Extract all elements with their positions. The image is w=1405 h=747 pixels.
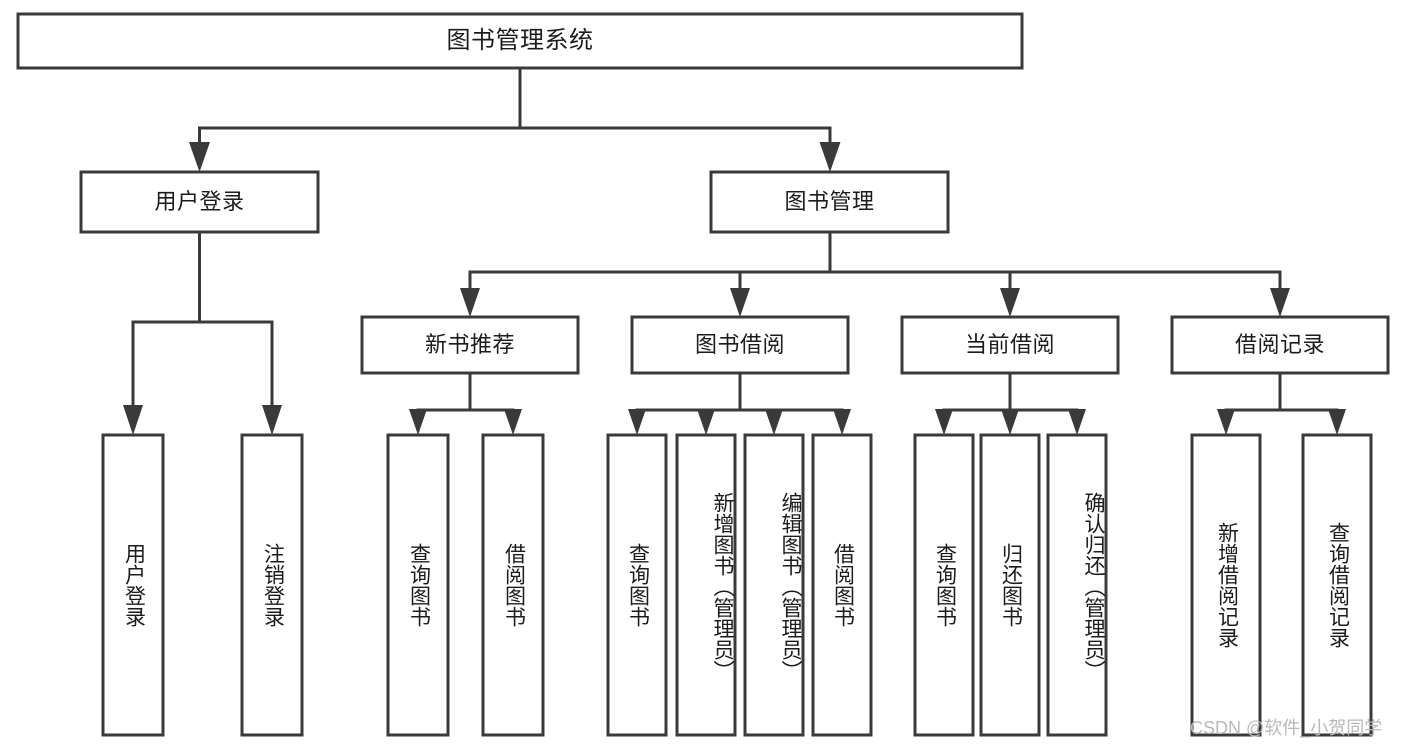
node-label-new-book-recommend: 新书推荐 bbox=[424, 331, 515, 357]
arrow-head-current-borrow bbox=[1000, 288, 1020, 317]
node-label-leaf-return-book: 归还图书 bbox=[999, 543, 1023, 627]
node-label-leaf-query-book-recommend: 查询图书 bbox=[407, 543, 431, 627]
node-label-leaf-user-login: 用户登录 bbox=[122, 543, 146, 627]
node-box-leaf-add-book-admin[interactable] bbox=[675, 433, 737, 737]
node-box-leaf-query-book-current[interactable] bbox=[913, 433, 975, 737]
arrow-head-leaf-user-login bbox=[123, 405, 143, 435]
arrow-head-leaf-borrow-book bbox=[833, 409, 851, 435]
arrow-head-book-management bbox=[819, 142, 841, 172]
arrow-head-leaf-add-borrow-record bbox=[1217, 409, 1235, 435]
node-box-user-login[interactable] bbox=[79, 170, 320, 234]
node-label-leaf-borrow-book: 借阅图书 bbox=[831, 543, 855, 627]
node-box-leaf-borrow-book-recommend[interactable] bbox=[481, 433, 545, 737]
node-label-leaf-borrow-book-recommend: 借阅图书 bbox=[502, 543, 526, 627]
node-label-leaf-query-borrow-record: 查询借阅记录 bbox=[1326, 522, 1350, 648]
node-box-root[interactable] bbox=[16, 12, 1024, 70]
node-label-leaf-add-book-admin: 新增图书（管理员） bbox=[711, 491, 734, 681]
arrow-head-leaf-user-logout bbox=[262, 405, 282, 435]
node-label-leaf-query-book-current: 查询图书 bbox=[933, 543, 957, 627]
node-box-new-book-recommend[interactable] bbox=[360, 315, 580, 375]
node-label-leaf-query-book-borrow: 查询图书 bbox=[626, 543, 650, 627]
node-label-borrow-record: 借阅记录 bbox=[1234, 331, 1325, 357]
csdn-watermark: CSDN @软件_小贺同学 bbox=[1190, 718, 1383, 738]
arrow-head-leaf-edit-book-admin bbox=[765, 409, 783, 435]
node-box-leaf-query-book-borrow[interactable] bbox=[606, 433, 668, 737]
node-box-leaf-add-borrow-record[interactable] bbox=[1190, 433, 1262, 737]
arrow-head-leaf-borrow-book-recommend bbox=[504, 409, 522, 435]
node-label-book-management: 图书管理 bbox=[784, 188, 875, 214]
node-box-leaf-user-login[interactable] bbox=[101, 433, 165, 737]
node-box-leaf-confirm-return-admin[interactable] bbox=[1046, 433, 1108, 737]
arrow-head-leaf-query-borrow-record bbox=[1328, 409, 1346, 435]
arrow-head-user-login bbox=[189, 142, 210, 172]
node-label-root: 图书管理系统 bbox=[446, 26, 594, 54]
arrow-head-leaf-query-book-borrow bbox=[628, 409, 646, 435]
arrow-head-book-borrow bbox=[730, 288, 750, 317]
node-box-leaf-return-book[interactable] bbox=[979, 433, 1041, 737]
node-label-leaf-user-logout: 注销登录 bbox=[261, 543, 285, 627]
node-label-leaf-edit-book-admin: 编辑图书（管理员） bbox=[779, 491, 802, 681]
node-box-leaf-borrow-book[interactable] bbox=[811, 433, 873, 737]
arrow-head-borrow-record bbox=[1270, 288, 1290, 317]
arrow-head-leaf-confirm-return-admin bbox=[1068, 409, 1086, 435]
node-box-leaf-user-logout[interactable] bbox=[240, 433, 304, 737]
node-label-leaf-add-borrow-record: 新增借阅记录 bbox=[1215, 522, 1239, 648]
node-label-current-borrow: 当前借阅 bbox=[964, 331, 1055, 357]
node-label-book-borrow: 图书借阅 bbox=[694, 331, 785, 357]
arrow-head-new-book-recommend bbox=[460, 288, 480, 317]
node-label-user-login: 用户登录 bbox=[154, 188, 245, 214]
node-box-current-borrow[interactable] bbox=[900, 315, 1120, 375]
node-box-leaf-query-borrow-record[interactable] bbox=[1301, 433, 1373, 737]
arrow-head-leaf-query-book-recommend bbox=[409, 409, 427, 435]
node-box-leaf-query-book-recommend[interactable] bbox=[386, 433, 450, 737]
arrow-head-leaf-query-book-current bbox=[935, 409, 953, 435]
arrow-head-leaf-add-book-admin bbox=[697, 409, 715, 435]
arrow-head-leaf-return-book bbox=[1001, 409, 1019, 435]
node-label-leaf-confirm-return-admin: 确认归还（管理员） bbox=[1082, 491, 1105, 681]
